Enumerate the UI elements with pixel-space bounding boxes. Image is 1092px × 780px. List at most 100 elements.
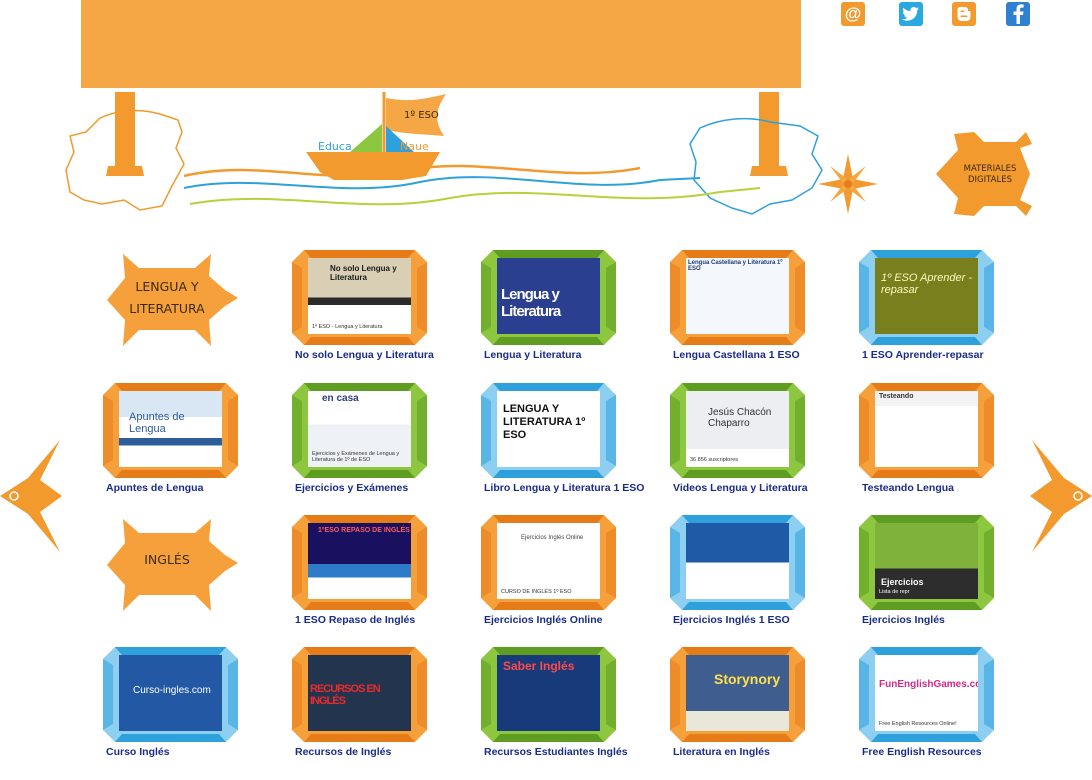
tile-frame: Lengua Castellana y Literatura 1º ESO	[670, 250, 805, 345]
thumbnail-title: Jesús Chacón Chaparro	[708, 407, 772, 429]
twitter-icon[interactable]	[899, 2, 923, 26]
tile-thumbnail: No solo Lengua y Literatura 1º ESO - Leng…	[308, 258, 411, 334]
resource-tile[interactable]: No solo Lengua y Literatura 1º ESO - Leng…	[292, 250, 434, 375]
facebook-icon[interactable]	[1006, 2, 1030, 26]
thumbnail-title: Storynory	[714, 671, 781, 687]
resource-tile[interactable]: LENGUA Y LITERATURA 1º ESO Libro Lengua y…	[481, 383, 644, 508]
tile-frame: Curso-ingles.com	[103, 647, 238, 742]
thumbnail-subtitle: Lista de repr	[879, 589, 910, 595]
resource-tile[interactable]: 1ºESO REPASO DE INGLÉS 1 ESO Repaso de In…	[292, 515, 427, 640]
thumbnail-title: RECURSOS EN INGLÉS	[310, 683, 381, 707]
thumbnail-title: Lengua Castellana y Literatura 1º ESO	[688, 260, 783, 272]
tile-label: No solo Lengua y Literatura	[295, 349, 434, 361]
email-icon[interactable]: @	[841, 2, 865, 26]
thumbnail-title: 1º de E.S.O. Inglés	[726, 569, 779, 575]
tile-thumbnail: Storynory	[686, 655, 789, 731]
tile-thumbnail: Saber Inglés	[497, 655, 600, 731]
thumbnail-title: Ejercicios Inglés Online	[521, 535, 584, 541]
tile-frame: RECURSOS EN INGLÉS	[292, 647, 427, 742]
tile-label: 1 ESO Aprender-repasar	[862, 349, 984, 361]
thumbnail-title: LENGUA Y LITERATURA 1º ESO	[503, 403, 586, 441]
thumbnail-title: No solo Lengua y Literatura	[330, 264, 397, 282]
tile-thumbnail: RECURSOS EN INGLÉS	[308, 655, 411, 731]
tile-frame: Lengua y Literatura	[481, 250, 616, 345]
tile-label: 1 ESO Repaso de Inglés	[295, 614, 416, 626]
next-arrow-icon[interactable]	[1030, 440, 1092, 552]
tile-frame: Storynory	[670, 647, 805, 742]
tile-label: Curso Inglés	[106, 746, 170, 758]
thumbnail-subtitle: 1º ESO - Lengua y Literatura	[312, 324, 383, 330]
tile-thumbnail: Lengua y Literatura	[497, 258, 600, 334]
tile-thumbnail: 1ºESO REPASO DE INGLÉS	[308, 523, 411, 599]
section-ingles-label: INGLÉS	[144, 552, 190, 567]
tile-label: Free English Resources	[862, 746, 982, 758]
thumbnail-title: Curso-ingles.com	[133, 685, 211, 696]
compass-rose-icon	[818, 154, 878, 214]
tile-label: Ejercicios Inglés Online	[484, 614, 603, 626]
thumbnail-subtitle: Free English Resources Online!	[879, 721, 957, 727]
tile-label: Apuntes de Lengua	[106, 482, 204, 494]
tile-label: Recursos Estudiantes Inglés	[484, 746, 628, 758]
tile-label: Ejercicios y Exámenes	[295, 482, 409, 494]
thumbnail-title: Lengua y Literatura	[501, 286, 561, 320]
tile-thumbnail: 1º ESO Aprender - repasar	[875, 258, 978, 334]
tile-label: Libro Lengua y Literatura 1 ESO	[484, 482, 645, 494]
prev-arrow-icon[interactable]	[0, 440, 62, 552]
galicia-map-outline	[689, 117, 823, 215]
tile-frame: FunEnglishGames.comFree English Resource…	[859, 647, 994, 742]
thumbnail-title: Ejercicios	[881, 577, 924, 587]
tile-thumbnail: FunEnglishGames.comFree English Resource…	[875, 655, 978, 731]
blogger-icon[interactable]	[952, 2, 976, 26]
tile-frame: LENGUA Y LITERATURA 1º ESO	[481, 383, 616, 478]
tile-frame: 1º ESO Aprender - repasar	[859, 250, 994, 345]
thumbnail-subtitle: CURSO DE INGLÉS 1º ESO	[501, 589, 572, 595]
resource-tile[interactable]: 1º ESO Aprender - repasar 1 ESO Aprender-…	[859, 250, 994, 375]
thumbnail-title: 1º ESO Aprender - repasar	[881, 272, 973, 296]
tile-label: Ejercicios Inglés 1 ESO	[673, 614, 790, 626]
thumbnail-title: 1ºESO REPASO DE INGLÉS	[318, 527, 410, 534]
boat-flag-text: 1º ESO	[404, 110, 439, 121]
tile-label: Lengua Castellana 1 ESO	[673, 349, 800, 361]
section-lengua-label: LENGUA Y LITERATURA	[129, 279, 205, 316]
tile-label: Testeando Lengua	[862, 482, 954, 494]
boat	[306, 152, 440, 180]
tile-frame: Saber Inglés	[481, 647, 616, 742]
tile-thumbnail: Testeando	[875, 391, 978, 467]
materiales-digitales-button[interactable]	[936, 132, 1032, 216]
tile-frame: Apuntes de Lengua	[103, 383, 238, 478]
header-illustration: 1º ESO Educa Naue MATERIALES DIGITALES	[65, 92, 1032, 216]
tile-thumbnail: Curso-ingles.com	[119, 655, 222, 731]
tile-frame: 1ºESO REPASO DE INGLÉS	[292, 515, 427, 610]
resource-tile[interactable]: Lengua Castellana y Literatura 1º ESO Len…	[670, 250, 805, 375]
tile-frame: 1º de E.S.O. Inglés	[670, 515, 805, 610]
resource-tile[interactable]: FunEnglishGames.comFree English Resource…	[859, 647, 994, 772]
thumbnail-subtitle: Ejercicios y Exámenes de Lengua y Litera…	[312, 451, 400, 463]
thumbnail-title: Testeando	[879, 393, 914, 400]
logo-educa: Educa	[318, 140, 352, 153]
tile-label: Lengua y Literatura	[484, 349, 582, 361]
materiales-label-2: DIGITALES	[968, 175, 1012, 185]
tile-thumbnail: LENGUA Y LITERATURA 1º ESO	[497, 391, 600, 467]
thumbnail-title: en casa	[322, 393, 359, 404]
tile-thumbnail: 1º de E.S.O. Inglés	[686, 523, 789, 599]
tile-frame: Testeando	[859, 383, 994, 478]
